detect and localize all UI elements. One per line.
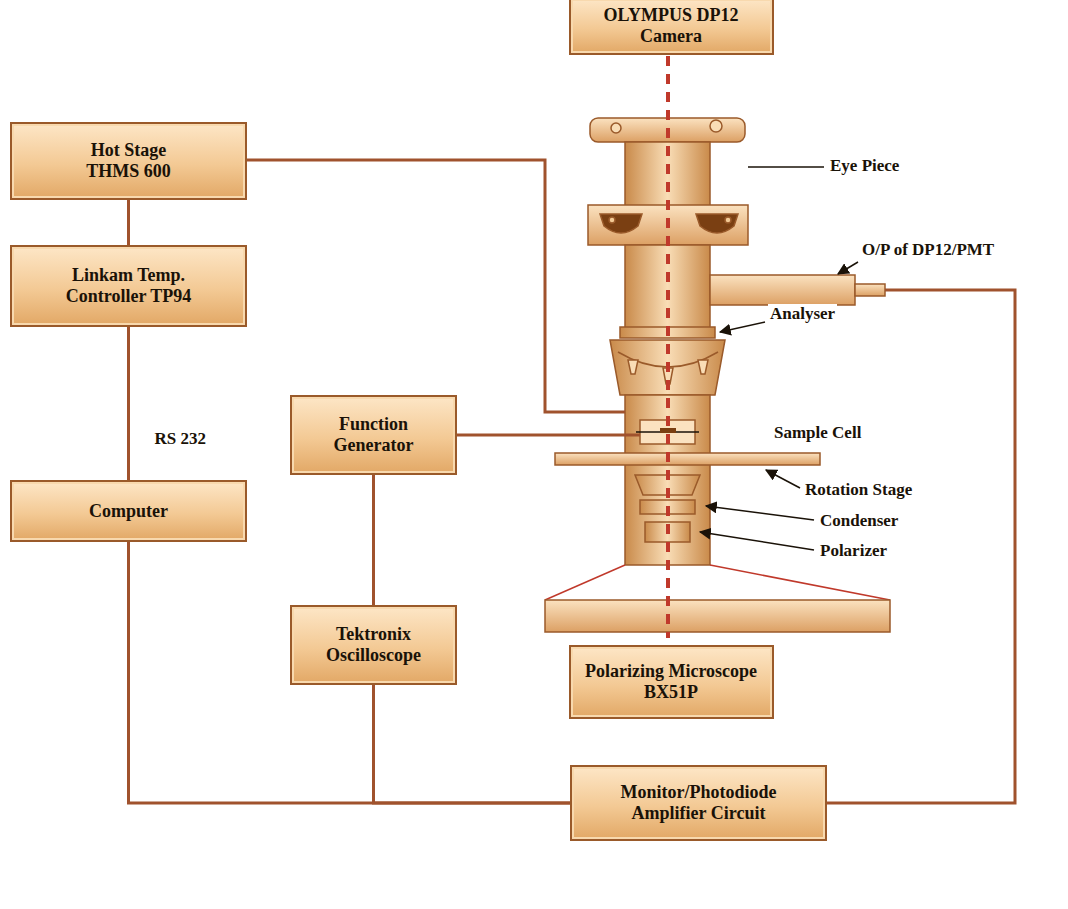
part-label: Condenser [818, 511, 900, 531]
signal-wire [127, 327, 130, 480]
leader-line [838, 262, 858, 274]
head-knob [710, 120, 722, 132]
signal-wire [129, 542, 571, 803]
box-text-group: Polarizing Microscope BX51P [579, 661, 764, 702]
leader-line [748, 166, 824, 168]
head-knob [611, 123, 621, 133]
instrument-box: Function Generator [290, 395, 457, 475]
part-label: Polarizer [818, 541, 889, 561]
instrument-box: Monitor/Photodiode Amplifier Circuit [570, 765, 827, 841]
optical-axis [666, 56, 670, 638]
output-port [710, 275, 855, 305]
signal-wire [127, 200, 130, 245]
instrument-box: Hot Stage THMS 600 [10, 122, 247, 200]
part-label: O/P of DP12/PMT [860, 240, 996, 260]
signal-wire [374, 685, 571, 803]
sample-cell-drop [660, 428, 676, 433]
box-label: Monitor/Photodiode Amplifier Circuit [599, 782, 799, 823]
base-edge [710, 565, 890, 600]
instrument-box: Tektronix Oscilloscope [290, 605, 457, 685]
edge-label: RS 232 [153, 429, 208, 449]
microscope-base [545, 600, 890, 632]
instrument-box: Computer [10, 480, 247, 542]
instrument-box: Polarizing Microscope BX51P [569, 645, 774, 719]
objective [698, 360, 708, 374]
box-text-group: Monitor/Photodiode Amplifier Circuit [599, 782, 799, 823]
box-label: Hot Stage THMS 600 [71, 140, 186, 181]
objective [628, 360, 638, 374]
signal-wire [372, 475, 375, 605]
box-label: Polarizing Microscope BX51P [579, 661, 764, 702]
part-label: Sample Cell [772, 423, 863, 443]
box-text-group: OLYMPUS DP12 Camera [579, 5, 764, 46]
part-label: Eye Piece [828, 156, 901, 176]
eyepiece-lens [600, 214, 642, 233]
box-text-group: Linkam Temp. Controller TP94 [64, 265, 194, 306]
eyepiece-dot [725, 217, 731, 223]
box-text-group: Tektronix Oscilloscope [309, 624, 439, 665]
rotation-stage [555, 453, 820, 465]
hot-stage-wire [247, 160, 625, 412]
part-label: Analyser [768, 304, 837, 324]
eyepiece-dot [609, 217, 615, 223]
box-text-group: Function Generator [314, 414, 434, 455]
base-edge [545, 565, 625, 600]
leader-line [700, 532, 814, 550]
instrument-box: OLYMPUS DP12 Camera [569, 0, 774, 55]
instrument-box: Linkam Temp. Controller TP94 [10, 245, 247, 327]
leader-line [706, 506, 814, 520]
eyepiece-lens [696, 214, 738, 233]
box-label: OLYMPUS DP12 Camera [579, 5, 764, 46]
box-label: Linkam Temp. Controller TP94 [64, 265, 194, 306]
box-label: Tektronix Oscilloscope [309, 624, 439, 665]
leader-line [720, 322, 765, 332]
box-text-group: Hot Stage THMS 600 [71, 140, 186, 181]
part-label: Rotation Stage [803, 480, 914, 500]
box-text-group: Computer [89, 501, 168, 522]
function-generator-wire [457, 434, 640, 437]
output-port-nub [855, 284, 885, 296]
box-label: Computer [89, 501, 168, 522]
leader-line [766, 470, 800, 488]
box-label: Function Generator [314, 414, 434, 455]
